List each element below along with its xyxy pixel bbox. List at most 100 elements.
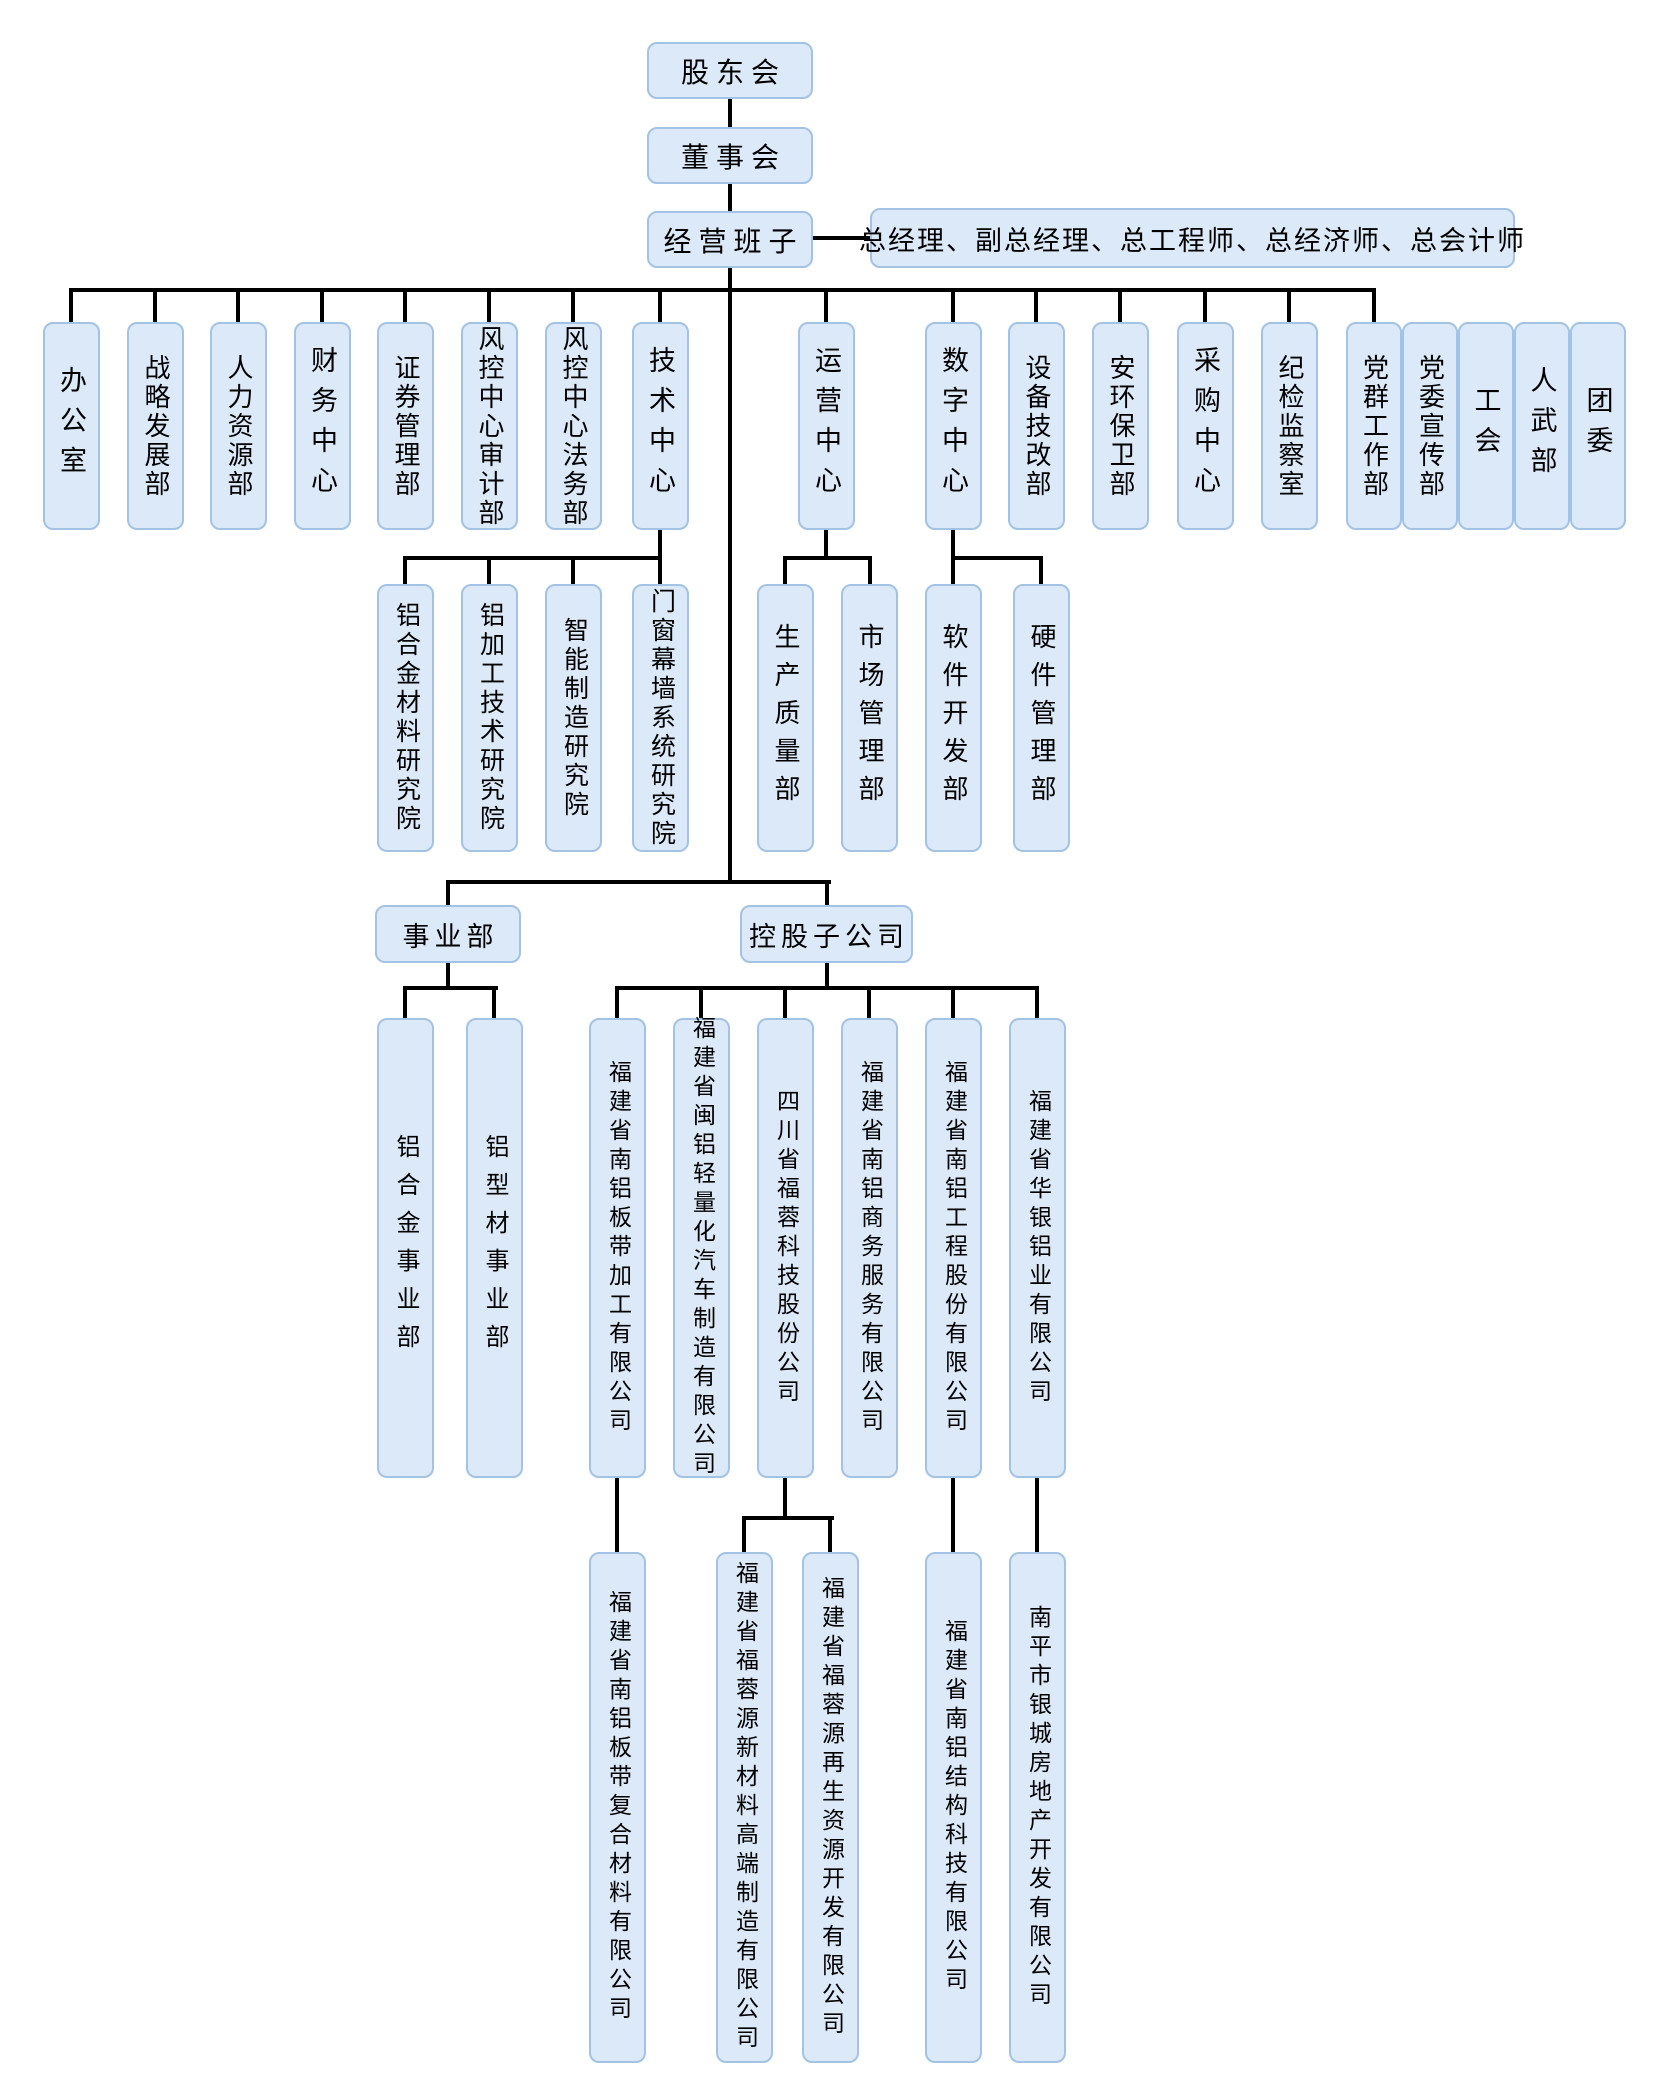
org-node-safety: 安环保卫部: [1092, 322, 1149, 530]
org-node-subsidiaries: 控股子公司: [740, 905, 913, 963]
org-node-label: 采购中心: [1190, 346, 1220, 506]
org-node-discipline: 纪检监察室: [1261, 322, 1318, 530]
connector-line: [487, 556, 491, 584]
org-node-label: 股东会: [680, 57, 786, 89]
org-node-label: 控股子公司: [749, 921, 909, 952]
org-node-div-alloy: 铝合金事业部: [377, 1018, 434, 1478]
connector-line: [492, 986, 496, 1018]
connector-line: [1035, 1478, 1039, 1552]
connector-line: [1034, 288, 1038, 322]
org-node-label: 福建省华银铝业有限公司: [1025, 1088, 1051, 1408]
connector-line: [951, 556, 1043, 560]
org-node-label: 办公室: [56, 366, 86, 486]
org-node-label: 党委宣传部: [1415, 353, 1445, 499]
connector-line: [699, 986, 703, 1018]
connector-line: [813, 236, 870, 240]
connector-line: [403, 556, 407, 584]
connector-line: [69, 288, 1376, 292]
connector-line: [825, 880, 829, 905]
org-node-label: 运营中心: [811, 346, 841, 506]
connector-line: [828, 1516, 832, 1552]
org-node-label: 福建省南铝工程股份有限公司: [941, 1059, 967, 1437]
connector-line: [615, 1478, 619, 1552]
org-node-label: 福建省福蓉源新材料高端制造有限公司: [732, 1561, 758, 2054]
org-node-legal: 风控中心法务部: [545, 322, 602, 530]
connector-line: [403, 288, 407, 322]
org-node-label: 福建省南铝板带复合材料有限公司: [605, 1590, 631, 2025]
org-node-label: 智能制造研究院: [560, 616, 588, 820]
org-node-inst-smart: 智能制造研究院: [545, 584, 602, 852]
connector-line: [868, 556, 872, 584]
connector-line: [403, 556, 662, 560]
connector-line: [658, 288, 662, 322]
org-node-label: 铝合金事业部: [392, 1134, 418, 1362]
org-node-sub-yincheng: 南平市银城房地产开发有限公司: [1009, 1552, 1066, 2063]
connector-line: [1118, 288, 1122, 322]
connector-line: [571, 288, 575, 322]
connector-line: [728, 98, 732, 128]
org-node-party-mass: 党群工作部: [1346, 322, 1402, 530]
org-node-board: 董事会: [647, 127, 813, 184]
org-node-label: 董事会: [680, 142, 786, 174]
org-node-label: 工会: [1470, 386, 1501, 466]
org-node-label: 证券管理部: [391, 353, 420, 499]
org-node-label: 战略发展部: [141, 353, 170, 499]
connector-line: [783, 1478, 787, 1520]
connector-line: [1035, 986, 1039, 1018]
org-node-label: 福建省福蓉源再生资源开发有限公司: [818, 1575, 844, 2040]
connector-line: [615, 986, 619, 1018]
org-node-audit: 风控中心审计部: [461, 322, 518, 530]
org-node-label: 事业部: [402, 921, 499, 952]
connector-line: [783, 556, 872, 560]
connector-line: [403, 986, 498, 990]
org-node-operations: 运营中心: [798, 322, 855, 530]
connector-line: [1203, 288, 1207, 322]
org-node-market-mgmt: 市场管理部: [841, 584, 898, 852]
connector-line: [1039, 556, 1043, 584]
org-node-label: 铝加工技术研究院: [476, 602, 504, 834]
org-node-label: 人力资源部: [224, 353, 253, 499]
org-node-shareholders: 股东会: [647, 42, 813, 99]
org-node-sub-gongcheng: 福建省南铝工程股份有限公司: [925, 1018, 982, 1478]
org-node-securities: 证券管理部: [377, 322, 434, 530]
connector-line: [487, 288, 491, 322]
connector-line: [742, 1516, 834, 1520]
org-node-sub-furong-new: 福建省福蓉源新材料高端制造有限公司: [716, 1552, 773, 2063]
org-node-sub-bandai: 福建省南铝板带加工有限公司: [589, 1018, 646, 1478]
connector-line: [446, 880, 450, 905]
org-node-label: 硬件管理部: [1027, 623, 1056, 813]
connector-line: [320, 288, 324, 322]
org-node-strategy: 战略发展部: [127, 322, 184, 530]
org-node-label: 福建省南铝板带加工有限公司: [605, 1059, 631, 1437]
connector-line: [783, 986, 787, 1018]
connector-line: [824, 288, 828, 322]
org-node-label: 铝型材事业部: [481, 1134, 507, 1362]
connector-line: [728, 267, 732, 884]
org-node-label: 铝合金材料研究院: [392, 602, 420, 834]
connector-line: [951, 1478, 955, 1552]
connector-line: [615, 986, 1039, 990]
org-node-inst-window: 门窗幕墙系统研究院: [632, 584, 689, 852]
org-node-label: 财务中心: [307, 346, 337, 506]
org-node-sub-minlv: 福建省闽铝轻量化汽车制造有限公司: [673, 1016, 730, 1480]
connector-line: [951, 986, 955, 1018]
org-node-prod-quality: 生产质量部: [757, 584, 814, 852]
org-node-label: 风控中心法务部: [559, 324, 588, 528]
org-node-label: 福建省南铝结构科技有限公司: [941, 1619, 967, 1996]
org-node-management: 经营班子: [647, 211, 813, 268]
org-node-inst-alloy: 铝合金材料研究院: [377, 584, 434, 852]
org-node-tech: 技术中心: [632, 322, 689, 530]
connector-line: [867, 986, 871, 1018]
org-node-label: 安环保卫部: [1106, 353, 1135, 499]
org-node-label: 四川省福蓉科技股份公司: [773, 1088, 799, 1408]
org-node-union: 工会: [1458, 322, 1514, 530]
org-node-software: 软件开发部: [925, 584, 982, 852]
org-node-sub-huayin: 福建省华银铝业有限公司: [1009, 1018, 1066, 1478]
connector-line: [571, 556, 575, 584]
connector-line: [742, 1516, 746, 1552]
org-node-label: 纪检监察室: [1275, 353, 1304, 499]
org-node-label: 技术中心: [645, 346, 675, 506]
connector-line: [1287, 288, 1291, 322]
org-node-sub-shangwu: 福建省南铝商务服务有限公司: [841, 1018, 898, 1478]
